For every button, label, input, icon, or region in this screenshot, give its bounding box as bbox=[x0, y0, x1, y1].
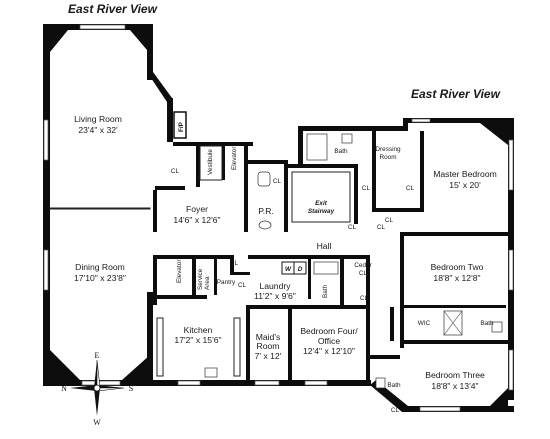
bath-laundry-label: Bath bbox=[322, 284, 329, 298]
ceder-cl-label-2: CL bbox=[359, 270, 368, 277]
window bbox=[81, 380, 121, 386]
cl-label: CL bbox=[406, 185, 415, 192]
window bbox=[411, 118, 431, 123]
dryer-icon bbox=[293, 261, 307, 275]
cl-label: CL bbox=[348, 224, 357, 231]
bathtub-icon bbox=[313, 261, 339, 275]
elevator-top-label: Elevator bbox=[231, 146, 238, 170]
shower-mark bbox=[443, 310, 463, 336]
kitchen-name: Kitchen bbox=[184, 325, 213, 335]
dressing-room-label: Dressing bbox=[375, 146, 401, 153]
wic-label: WIC bbox=[418, 320, 431, 327]
toilet-icon bbox=[491, 321, 503, 333]
window bbox=[508, 139, 514, 191]
bedroom-four-name-2: Office bbox=[318, 336, 341, 346]
compass-e-label: E bbox=[95, 351, 100, 360]
core-walls bbox=[153, 142, 358, 305]
vestibule-label: Vestibule bbox=[207, 149, 214, 175]
dining-room-dims: 17'10" x 23'8" bbox=[74, 273, 126, 283]
cl-label: CL bbox=[273, 178, 282, 185]
maids-room-name: Maid's bbox=[256, 332, 281, 342]
bedroom-four-name: Bedroom Four/ bbox=[300, 326, 358, 336]
exit-stairway-label: Exit bbox=[315, 200, 328, 207]
bathtub-icon bbox=[306, 133, 328, 161]
foyer-dims: 14'6" x 12'6" bbox=[173, 215, 220, 225]
kitchen-counter bbox=[233, 317, 241, 377]
cl-label: CL bbox=[377, 224, 386, 231]
toilet-icon bbox=[257, 171, 271, 187]
window bbox=[43, 249, 49, 291]
compass-rose bbox=[70, 359, 125, 416]
compass-w-label: W bbox=[93, 418, 101, 427]
maids-room-name-2: Room bbox=[257, 341, 280, 351]
window bbox=[254, 380, 280, 386]
cl-label: CL bbox=[171, 168, 180, 175]
view-label-right: East River View bbox=[411, 87, 501, 101]
toilet-icon bbox=[375, 377, 386, 389]
compass-n-label: N bbox=[61, 384, 67, 393]
window bbox=[43, 119, 49, 161]
fireplace bbox=[173, 111, 187, 139]
window bbox=[304, 380, 328, 386]
window bbox=[177, 380, 201, 386]
window bbox=[508, 249, 514, 291]
dressing-room-label-2: Room bbox=[379, 154, 396, 161]
bedroom-three-dims: 18'8" x 13'4" bbox=[431, 381, 478, 391]
dining-room-name: Dining Room bbox=[75, 262, 125, 272]
living-room-dims: 23'4" x 32' bbox=[78, 125, 118, 135]
maids-room-dims: 7' x 12' bbox=[255, 351, 282, 361]
washer-label: W bbox=[285, 266, 292, 273]
bath-bed3-label: Bath bbox=[387, 382, 401, 389]
ceder-cl-label: Ceder bbox=[354, 262, 372, 269]
view-label-top: East River View bbox=[68, 2, 158, 16]
hall-label: Hall bbox=[317, 241, 332, 251]
cl-label: CL bbox=[360, 295, 369, 302]
lower-walls bbox=[153, 255, 371, 386]
exit-stairway-label-2: Stairway bbox=[308, 208, 335, 215]
cl-label: CL bbox=[391, 407, 400, 414]
bath-bed2-label: Bath bbox=[480, 320, 494, 327]
dryer-label: D bbox=[298, 266, 303, 273]
bedroom-four-dims: 12'4" x 12'10" bbox=[303, 346, 355, 356]
master-bedroom-dims: 15' x 20' bbox=[449, 180, 481, 190]
range-icon bbox=[204, 367, 218, 378]
cl-label: CL bbox=[238, 282, 247, 289]
bedroom-three-name: Bedroom Three bbox=[425, 370, 485, 380]
bedroom-two-name: Bedroom Two bbox=[431, 262, 484, 272]
compass-s-label: S bbox=[129, 384, 133, 393]
pr-label: P.R. bbox=[258, 206, 274, 216]
bedroom-two-dims: 18'8" x 12'8" bbox=[433, 273, 480, 283]
cl-label: CL bbox=[362, 185, 371, 192]
foyer-name: Foyer bbox=[186, 204, 208, 214]
cl-label: CL bbox=[230, 260, 239, 267]
cl-label: CL bbox=[385, 217, 394, 224]
service-area-label-2: Area bbox=[204, 276, 211, 290]
laundry-dims: 11'2" x 9'6" bbox=[254, 291, 296, 301]
living-room-name: Living Room bbox=[74, 114, 122, 124]
service-area-label: Service bbox=[197, 268, 204, 290]
laundry-name: Laundry bbox=[259, 281, 291, 291]
window bbox=[508, 349, 514, 391]
vestibule-outline bbox=[199, 145, 223, 181]
stairway-outline bbox=[291, 171, 351, 223]
kitchen-dims: 17'2" x 15'6" bbox=[174, 335, 221, 345]
kitchen-counter bbox=[156, 317, 164, 377]
window bbox=[79, 24, 126, 30]
master-bedroom-name: Master Bedroom bbox=[433, 169, 497, 179]
toilet-icon bbox=[341, 133, 353, 144]
bath-top-label: Bath bbox=[334, 148, 348, 155]
window bbox=[419, 406, 461, 412]
sink-icon bbox=[258, 220, 272, 230]
elevator-left-label: Elevator bbox=[176, 259, 183, 283]
fireplace-label: F/P bbox=[178, 121, 185, 132]
pantry-label: Pantry bbox=[217, 279, 236, 286]
